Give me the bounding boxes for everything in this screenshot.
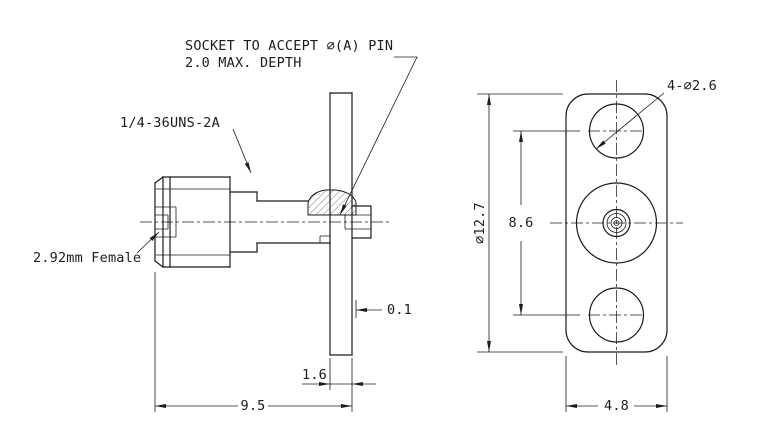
dim-flange-width: 4.8	[565, 356, 668, 414]
socket-note-arrowhead	[340, 204, 347, 215]
flange-side-outline	[329, 92, 353, 356]
socket-note-line2: 2.0 MAX. DEPTH	[185, 55, 302, 71]
rear-barrel-outline	[351, 205, 372, 239]
thread-arrowhead	[244, 162, 251, 173]
dim-hole-spacing: 8.6	[509, 130, 580, 316]
dim-flange-height-value: ∅12.7	[472, 202, 488, 244]
connector-type-arrowhead	[149, 232, 159, 241]
dim-flange-thickness-value: 1.6	[302, 367, 327, 383]
front-view-flange	[550, 80, 683, 368]
dim-flange-height: ∅12.7	[472, 93, 563, 353]
dim-flange-width-value: 4.8	[604, 398, 629, 414]
dim-hole-spacing-value: 8.6	[509, 215, 534, 231]
thread-callout: 1/4-36UNS-2A	[120, 115, 252, 174]
socket-note-leader	[339, 56, 418, 216]
insulator-section-hatch	[307, 189, 357, 216]
socket-note-line1: SOCKET TO ACCEPT ∅(A) PIN	[185, 38, 393, 54]
connector-type-label: 2.92mm Female	[33, 250, 141, 266]
socket-note: SOCKET TO ACCEPT ∅(A) PIN 2.0 MAX. DEPTH	[185, 38, 418, 216]
front-view-centerlines	[550, 80, 683, 368]
dim-flange-back-offset-value: 0.1	[387, 302, 412, 318]
mounting-holes-leader	[595, 92, 665, 150]
socket-bore	[344, 214, 371, 230]
dim-overall-length: 9.5	[154, 272, 352, 414]
connector-body-outline	[229, 191, 331, 253]
dim-flange-thickness: 1.6	[302, 358, 376, 412]
thread-spec-label: 1/4-36UNS-2A	[120, 115, 220, 131]
mounting-holes-callout: 4-∅2.6	[595, 78, 717, 150]
dim-flange-back-offset: 0.1	[355, 300, 412, 318]
side-view-connector	[140, 92, 392, 356]
connector-type-callout: 2.92mm Female	[33, 231, 160, 266]
dim-overall-length-value: 9.5	[241, 398, 266, 414]
mounting-holes-label: 4-∅2.6	[667, 78, 717, 94]
mounting-holes-arrowhead	[596, 140, 606, 149]
